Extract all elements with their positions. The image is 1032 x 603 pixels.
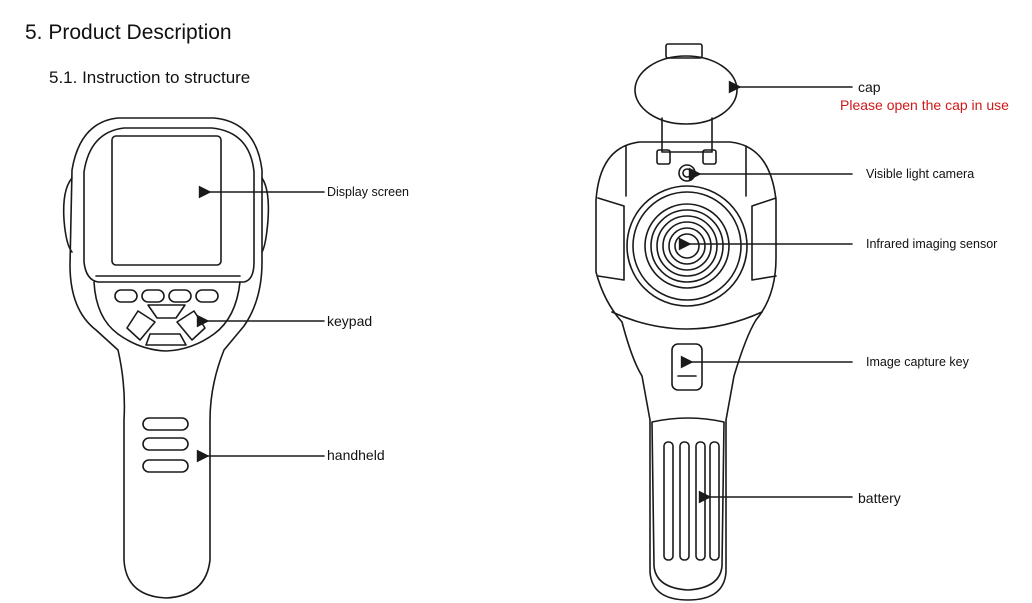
device-front-illustration <box>62 117 270 599</box>
label-infrared-sensor: Infrared imaging sensor <box>866 237 998 251</box>
label-cap-note: Please open the cap in use <box>840 97 1009 113</box>
label-battery: battery <box>858 490 901 506</box>
section-title: 5. Product Description <box>25 21 232 44</box>
label-keypad: keypad <box>327 313 373 329</box>
device-back-illustration <box>595 43 777 601</box>
label-cap: cap <box>858 79 881 95</box>
label-handheld: handheld <box>327 447 385 463</box>
label-display-screen: Display screen <box>327 185 409 199</box>
label-visible-light-camera: Visible light camera <box>866 167 975 181</box>
label-image-capture-key: Image capture key <box>866 355 969 369</box>
subsection-title: 5.1. Instruction to structure <box>49 68 251 87</box>
